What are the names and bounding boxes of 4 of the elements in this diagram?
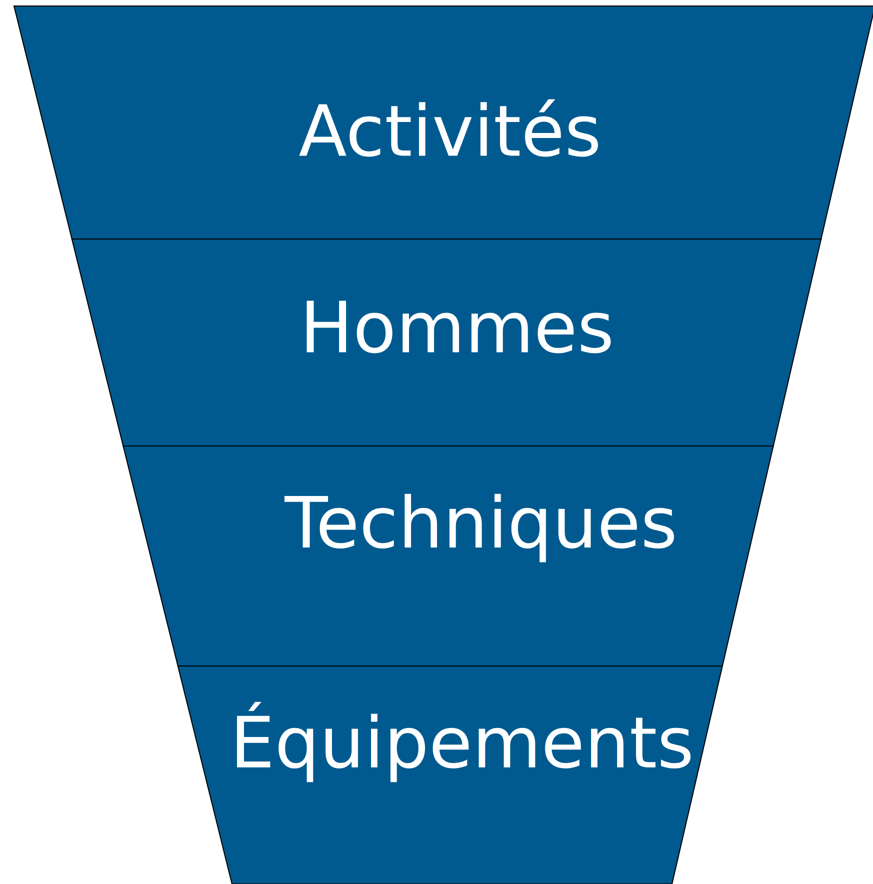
funnel-band: Hommes <box>71 238 822 447</box>
funnel-band: Activités <box>13 5 873 240</box>
funnel-band: Équipements <box>177 665 724 884</box>
funnel-band: Techniques <box>122 445 774 667</box>
